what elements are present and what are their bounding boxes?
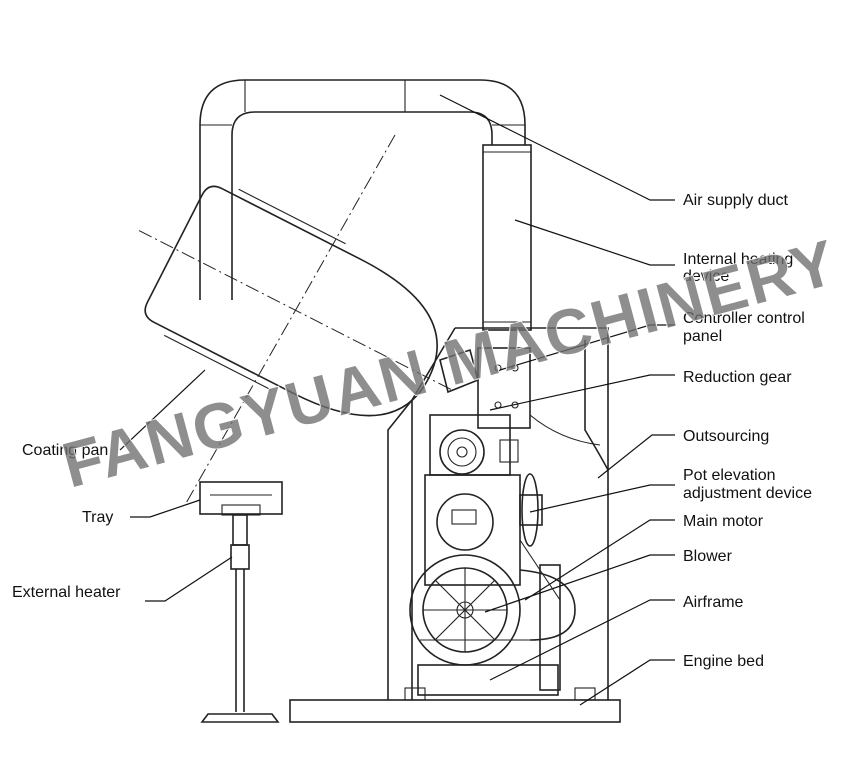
leader-air-supply-duct <box>439 94 675 201</box>
label-engine-bed: Engine bed <box>683 653 764 670</box>
label-air-supply-duct: Air supply duct <box>683 192 788 209</box>
leader-pot-elevation <box>529 484 675 513</box>
coating-pan <box>138 185 452 417</box>
leader-controller-panel <box>499 324 675 371</box>
tray <box>199 481 283 516</box>
leader-coating-pan <box>119 369 206 451</box>
watermark: FANGYUAN MACHINERY <box>55 225 845 501</box>
controller-control-panel <box>439 347 531 429</box>
label-reduction-gear: Reduction gear <box>683 369 792 386</box>
label-outsourcing: Outsourcing <box>683 428 769 445</box>
label-blower: Blower <box>683 548 733 565</box>
label-controller-control-panel-2: panel <box>683 328 722 345</box>
blower <box>409 554 576 666</box>
internal-heating-device <box>482 144 532 331</box>
leader-engine-bed <box>579 659 675 706</box>
label-airframe: Airframe <box>683 594 744 611</box>
label-internal-heating-device: Internal heating <box>683 251 793 268</box>
external-heater <box>200 514 280 723</box>
label-pot-elevation-2: adjustment device <box>683 485 812 502</box>
leader-external-heater <box>145 556 233 602</box>
leader-outsourcing <box>597 434 675 479</box>
label-coating-pan: Coating pan <box>22 442 108 459</box>
airframe <box>417 564 561 696</box>
outsourcing-housing <box>387 327 609 700</box>
label-main-motor: Main motor <box>683 513 764 530</box>
label-internal-heating-device-2: device <box>683 268 729 285</box>
label-controller-control-panel: Controller control <box>683 310 805 327</box>
leader-reduction-gear <box>489 374 675 411</box>
engine-bed <box>289 687 621 723</box>
leader-internal-heating <box>514 219 675 266</box>
pan-axis-vertical <box>184 134 396 506</box>
leader-tray <box>130 499 201 518</box>
label-tray: Tray <box>82 509 113 526</box>
leader-lines <box>119 94 675 706</box>
reduction-gear <box>429 414 519 476</box>
air-supply-duct <box>199 79 526 300</box>
leader-main-motor <box>524 519 675 601</box>
leader-blower <box>484 554 675 613</box>
label-external-heater: External heater <box>12 584 121 601</box>
leader-airframe <box>489 599 675 681</box>
label-pot-elevation: Pot elevation <box>683 467 776 484</box>
